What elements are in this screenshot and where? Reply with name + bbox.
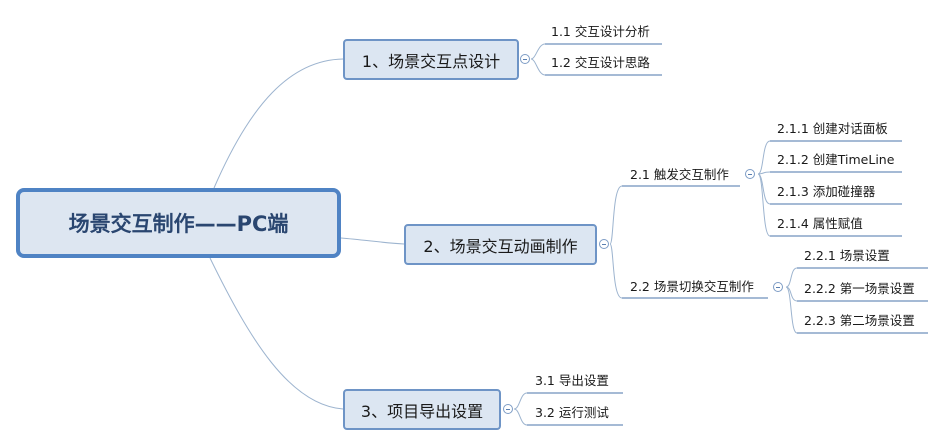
leaf-3-2[interactable]: 3.2 运行测试	[535, 405, 609, 420]
connector-topic2-sub2	[609, 243, 623, 299]
collapse-toggle-icon[interactable]	[520, 54, 530, 64]
leaf-2-1-1[interactable]: 2.1.1 创建对话面板	[777, 121, 888, 136]
topic-node-3-label: 3、项目导出设置	[360, 401, 484, 421]
leaf-2-2-3[interactable]: 2.2.3 第二场景设置	[804, 313, 915, 328]
leaf-2-2-2[interactable]: 2.2.2 第一场景设置	[804, 281, 915, 296]
topic-node-1-label: 1、场景交互点设计	[361, 51, 501, 71]
topic-node-3[interactable]: 3、项目导出设置	[343, 389, 501, 430]
connector-topic3-leaf1	[513, 392, 528, 410]
collapse-toggle-icon[interactable]	[773, 282, 783, 292]
connector-topic2-sub1	[609, 185, 623, 245]
collapse-toggle-icon[interactable]	[745, 169, 755, 179]
subtopic-2-2[interactable]: 2.2 场景切换交互制作	[630, 279, 754, 294]
topic-node-2[interactable]: 2、场景交互动画制作	[404, 224, 597, 265]
topic-node-1[interactable]: 1、场景交互点设计	[343, 39, 519, 80]
connector-root-topic1	[213, 58, 344, 189]
collapse-toggle-icon[interactable]	[599, 239, 609, 249]
connector-topic1-leaf1	[530, 43, 546, 60]
topic-node-2-label: 2、场景交互动画制作	[423, 236, 578, 256]
connector-sub2-leaf1	[785, 267, 798, 288]
leaf-2-1-3[interactable]: 2.1.3 添加碰撞器	[777, 184, 876, 199]
root-node[interactable]: 场景交互制作——PC端	[16, 188, 341, 258]
leaf-1-2[interactable]: 1.2 交互设计思路	[551, 55, 650, 70]
leaf-3-1[interactable]: 3.1 导出设置	[535, 373, 609, 388]
leaf-2-2-1[interactable]: 2.2.1 场景设置	[804, 248, 890, 263]
collapse-toggle-icon[interactable]	[503, 404, 513, 414]
root-node-label: 场景交互制作——PC端	[68, 212, 289, 236]
subtopic-2-1[interactable]: 2.1 触发交互制作	[630, 167, 729, 182]
leaf-2-1-4[interactable]: 2.1.4 属性赋值	[777, 216, 863, 231]
connector-sub1-leaf4	[757, 173, 771, 237]
connector-root-topic3	[209, 257, 344, 410]
leaf-1-1[interactable]: 1.1 交互设计分析	[551, 24, 650, 39]
connector-topic1-leaf2	[530, 58, 546, 76]
connector-topic3-leaf2	[513, 408, 528, 426]
connector-root-topic2	[340, 237, 405, 245]
leaf-2-1-2[interactable]: 2.1.2 创建TimeLine	[777, 152, 895, 167]
connector-sub2-leaf3	[785, 286, 798, 334]
connector-sub1-leaf1	[757, 140, 771, 175]
